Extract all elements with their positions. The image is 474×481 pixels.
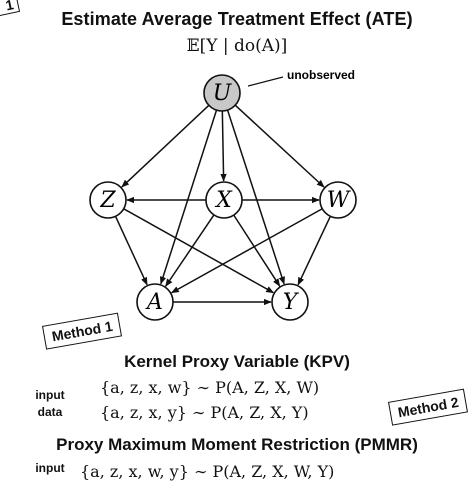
edge-u-to-z (121, 104, 210, 188)
node-label-x: X (214, 188, 233, 213)
node-label-y: Y (283, 290, 300, 315)
edge-x-to-a (165, 214, 215, 287)
node-u (203, 74, 241, 112)
kpv-formula-1: {a, z, x, w} ∼ P(A, Z, X, W) (100, 378, 320, 397)
node-z (89, 181, 127, 219)
pmmr-title: Proxy Maximum Moment Restriction (PMMR) (56, 435, 418, 454)
node-label-z: Z (99, 188, 116, 213)
node-y (271, 283, 309, 321)
node-a (136, 283, 174, 321)
edge-w-to-y (297, 215, 332, 286)
kpv-input-label: input (35, 388, 65, 402)
kpv-data-label: data (37, 405, 63, 419)
kpv-title: Kernel Proxy Variable (KPV) (124, 352, 350, 371)
edge-z-to-a (114, 216, 148, 286)
node-label-w: W (327, 188, 352, 213)
edge-u-to-a (159, 109, 218, 285)
pmmr-formula-1: {a, z, x, w, y} ∼ P(A, Z, X, W, Y) (80, 462, 335, 481)
pmmr-input-label: input (35, 461, 65, 475)
kpv-formula-2: {a, z, x, y} ∼ P(A, Z, X, Y) (100, 403, 309, 422)
edge-z-to-y (123, 208, 275, 294)
node-x (205, 181, 243, 219)
edge-u-to-w (234, 104, 325, 188)
node-w (319, 181, 357, 219)
unobserved-label: unobserved (287, 68, 355, 82)
edge-w-to-a (170, 208, 323, 294)
estimand-formula: 𝔼[Y | do(A)] (186, 36, 288, 56)
unobserved-pointer (247, 76, 284, 87)
node-label-u: U (213, 81, 233, 106)
edge-u-to-y (226, 109, 285, 285)
node-label-a: A (145, 290, 163, 315)
edge-x-to-y (233, 214, 281, 287)
page-title: Estimate Average Treatment Effect (ATE) (61, 9, 413, 29)
edge-u-to-x (220, 110, 227, 182)
